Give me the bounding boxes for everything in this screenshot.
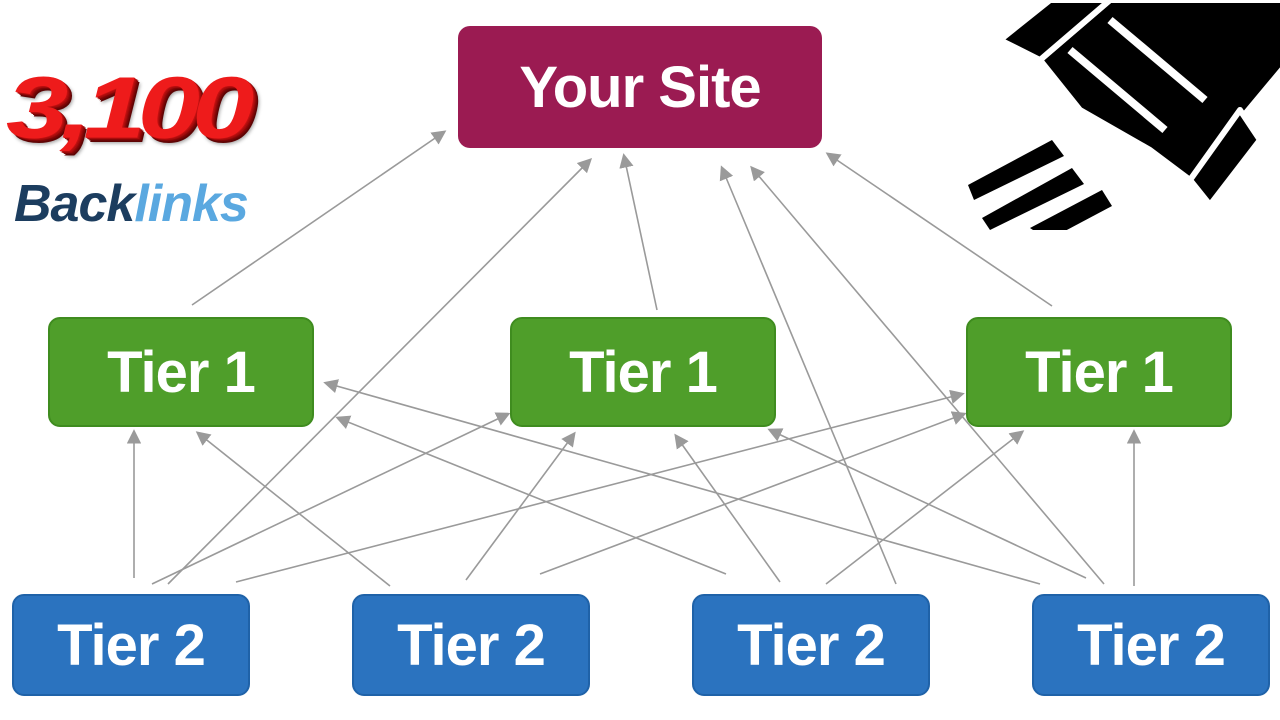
- link-tier2-2-to-tier1-1: [195, 431, 391, 587]
- tier2-node-4[interactable]: Tier 2: [1032, 594, 1270, 696]
- link-tier1-1-to-site: [191, 130, 447, 306]
- tier2-label: Tier 2: [397, 612, 546, 678]
- backlink-count: 3,100: [6, 58, 254, 157]
- link-tier2-3-to-tier1-3: [825, 430, 1025, 585]
- tier1-label: Tier 1: [1025, 339, 1174, 405]
- tier1-node-1[interactable]: Tier 1: [48, 317, 314, 427]
- link-tier2-3-to-site: [719, 165, 897, 585]
- your-site-node[interactable]: Your Site: [458, 26, 822, 148]
- link-tier2-4-to-tier1-1: [323, 379, 1041, 585]
- tier2-label: Tier 2: [1077, 612, 1226, 678]
- tier2-node-1[interactable]: Tier 2: [12, 594, 250, 696]
- backlinks-word-part-2: links: [134, 175, 248, 233]
- tier1-node-3[interactable]: Tier 1: [966, 317, 1232, 427]
- backlinks-badge: 3,100 Backlinks: [6, 64, 376, 239]
- link-tier1-2-to-site: [619, 153, 658, 311]
- tier1-node-2[interactable]: Tier 1: [510, 317, 776, 427]
- link-tier2-4-to-site: [750, 165, 1105, 585]
- rocket-icon: [968, 0, 1280, 230]
- tier2-label: Tier 2: [57, 612, 206, 678]
- link-tier2-1-to-tier1-2: [151, 412, 511, 585]
- tier1-label: Tier 1: [569, 339, 718, 405]
- backlinks-word: Backlinks: [14, 175, 249, 233]
- your-site-label: Your Site: [519, 54, 761, 120]
- link-tier2-1-to-tier1-3: [235, 389, 965, 583]
- tier2-label: Tier 2: [737, 612, 886, 678]
- link-tier1-3-to-site: [825, 152, 1053, 307]
- link-tier2-1-to-site: [167, 157, 593, 585]
- tier2-node-3[interactable]: Tier 2: [692, 594, 930, 696]
- link-tier2-3-to-tier1-2: [674, 433, 781, 583]
- link-tier2-2-to-tier1-3: [539, 411, 967, 575]
- backlinks-word-part-1: Back: [14, 175, 135, 233]
- link-tier2-3-to-tier1-1: [335, 415, 727, 575]
- tier1-label: Tier 1: [107, 339, 256, 405]
- link-tier2-2-to-tier1-2: [465, 431, 576, 581]
- link-tier2-4-to-tier1-2: [767, 428, 1087, 579]
- tier2-node-2[interactable]: Tier 2: [352, 594, 590, 696]
